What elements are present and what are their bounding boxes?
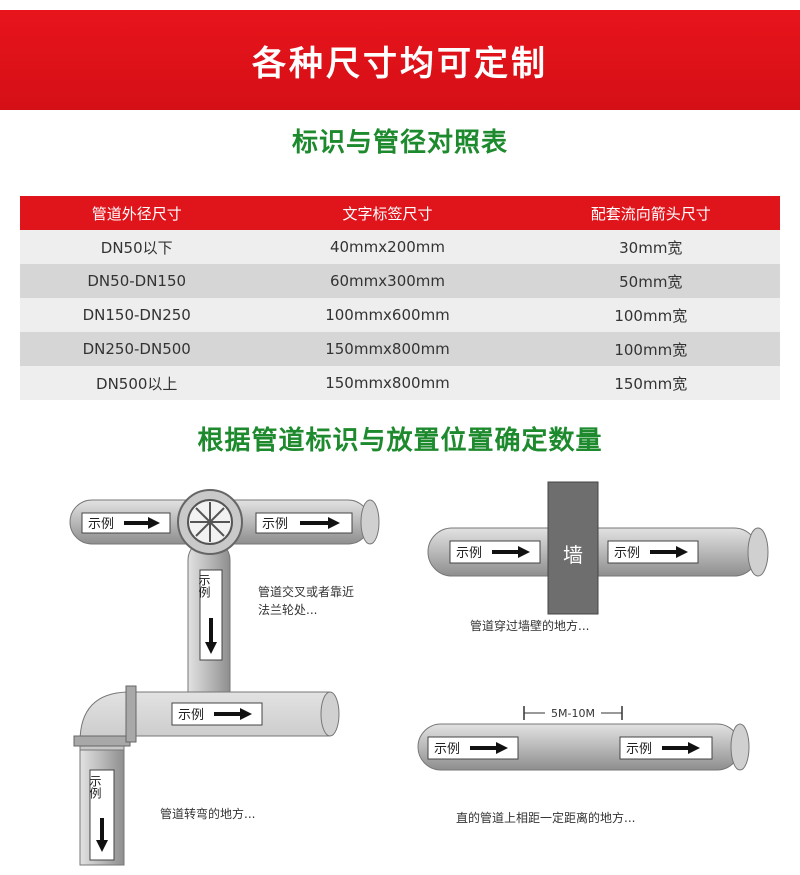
table-row: DN50-DN150 60mmx300mm 50mm宽 (20, 264, 780, 298)
wall-label: 墙 (563, 543, 583, 567)
pipe-label-text: 示例 (626, 742, 652, 757)
straight-caption: 直的管道上相距一定距离的地方... (456, 810, 635, 825)
pipe-label-text: 示例 (88, 775, 102, 799)
arrow-right-icon (470, 742, 508, 754)
arrow-right-icon (214, 708, 252, 720)
cell-arrow-size: 150mm宽 (521, 366, 780, 400)
size-table: 管道外径尺寸 文字标签尺寸 配套流向箭头尺寸 DN50以下 40mmx200mm… (20, 196, 780, 400)
wall-pipe-diagram: 墙 示例 示例 管道穿过墙壁的地方... (427, 481, 769, 633)
arrow-down-icon (205, 618, 217, 654)
arrow-right-icon (662, 742, 700, 754)
cross-caption-line2: 法兰轮处... (258, 603, 317, 617)
cell-pipe-diameter: DN50以下 (20, 230, 254, 264)
wall-block (547, 481, 599, 615)
header-arrow-size: 配套流向箭头尺寸 (521, 196, 780, 230)
table-title: 标识与管径对照表 (291, 128, 508, 158)
arrow-right-icon (124, 517, 160, 529)
cell-arrow-size: 100mm宽 (521, 332, 780, 366)
cell-pipe-diameter: DN50-DN150 (20, 264, 254, 298)
wall-caption: 管道穿过墙壁的地方... (470, 618, 589, 633)
table-row: DN50以下 40mmx200mm 30mm宽 (20, 230, 780, 264)
banner-title: 各种尺寸均可定制 (252, 43, 548, 84)
straight-pipe-diagram: 5M-10M 示例 示例 直的管道上相距一定距离的地方... (417, 706, 750, 825)
table-row: DN150-DN250 100mmx600mm 100mm宽 (20, 298, 780, 332)
arrow-right-icon (492, 546, 530, 558)
arrow-right-icon (300, 517, 340, 529)
table-row: DN500以上 150mmx800mm 150mm宽 (20, 366, 780, 400)
cell-label-size: 100mmx600mm (253, 298, 522, 332)
cell-label-size: 150mmx800mm (253, 366, 522, 400)
cell-arrow-size: 50mm宽 (521, 264, 780, 298)
table-row: DN250-DN500 150mmx800mm 100mm宽 (20, 332, 780, 366)
arrow-right-icon (650, 546, 688, 558)
elbow-pipe-diagram: 示例 示例 管道转弯的地方... (73, 685, 340, 866)
pipe-label-text: 示例 (614, 546, 640, 561)
cell-pipe-diameter: DN250-DN500 (20, 332, 254, 366)
spacing-label: 5M-10M (551, 707, 595, 720)
pipe-label-text: 示例 (88, 517, 114, 532)
section2-title: 根据管道标识与放置位置确定数量 (197, 426, 603, 456)
top-banner: 各种尺寸均可定制 (0, 10, 800, 110)
pipe-label-text: 示例 (197, 574, 211, 598)
table-header-row: 管道外径尺寸 文字标签尺寸 配套流向箭头尺寸 (20, 196, 780, 230)
arrow-down-icon (96, 818, 108, 852)
flange-icon (177, 489, 243, 555)
elbow-caption: 管道转弯的地方... (160, 806, 255, 821)
cell-label-size: 150mmx800mm (253, 332, 522, 366)
cell-pipe-diameter: DN150-DN250 (20, 298, 254, 332)
cell-arrow-size: 100mm宽 (521, 298, 780, 332)
pipe-label-text: 示例 (178, 708, 204, 723)
pipe-diagrams: 示例 示例 示例 管道交叉或者靠近 法兰轮处... 墙 示例 (69, 481, 769, 866)
cross-pipe-diagram: 示例 示例 示例 管道交叉或者靠近 法兰轮处... (69, 489, 380, 731)
cell-label-size: 60mmx300mm (253, 264, 522, 298)
header-label-size: 文字标签尺寸 (253, 196, 522, 230)
pipe-label-text: 示例 (456, 546, 482, 561)
pipe-label-text: 示例 (262, 517, 288, 532)
header-pipe-diameter: 管道外径尺寸 (20, 196, 254, 230)
pipe-label-text: 示例 (434, 742, 460, 757)
cell-label-size: 40mmx200mm (253, 230, 522, 264)
cell-arrow-size: 30mm宽 (521, 230, 780, 264)
cross-caption-line1: 管道交叉或者靠近 (258, 584, 354, 599)
cell-pipe-diameter: DN500以上 (20, 366, 254, 400)
